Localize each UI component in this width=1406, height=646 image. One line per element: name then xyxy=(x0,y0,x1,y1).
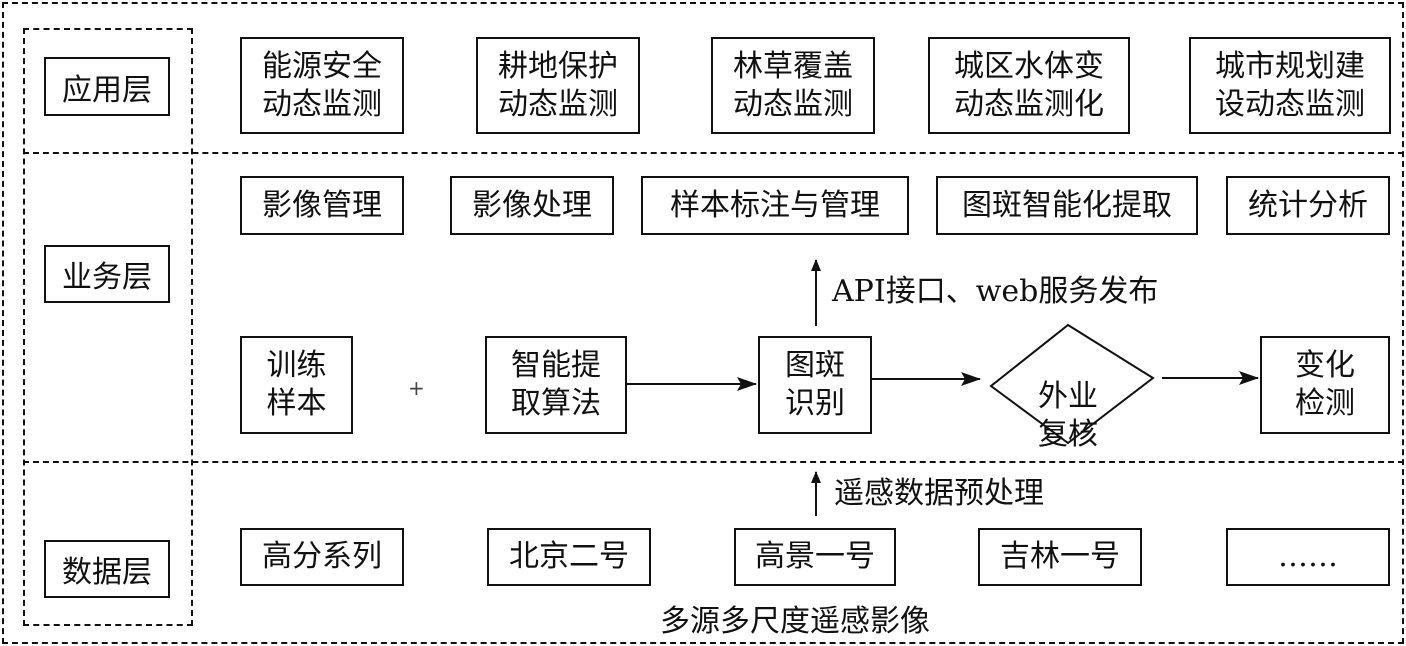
layer-label-business-text: 业务层 xyxy=(62,260,152,295)
change-detection: 变化 检测 xyxy=(1260,336,1390,434)
data-source-jilin1: 吉林一号 xyxy=(978,528,1142,586)
app-forest-grass-cover: 林草覆盖 动态监测 xyxy=(711,37,875,134)
app-energy-security: 能源安全 动态监测 xyxy=(240,37,404,134)
separator-app-business xyxy=(23,152,1404,154)
training-samples: 训练 样本 xyxy=(240,336,353,434)
service-patch-extraction: 图斑智能化提取 xyxy=(936,176,1198,235)
layer-label-data: 数据层 xyxy=(44,540,170,598)
data-source-gaofen: 高分系列 xyxy=(240,528,404,586)
data-caption: 多源多尺度遥感影像 xyxy=(660,604,930,639)
service-image-processing: 影像处理 xyxy=(450,176,614,235)
app-farmland-protection: 耕地保护 动态监测 xyxy=(476,37,640,134)
data-source-beijing2: 北京二号 xyxy=(487,528,651,586)
data-source-more: …… xyxy=(1226,528,1390,586)
patch-recognition: 图斑 识别 xyxy=(758,336,872,434)
layer-label-data-text: 数据层 xyxy=(62,555,152,590)
plus-sign: + xyxy=(408,376,425,400)
field-verification-diamond xyxy=(989,323,1155,445)
layer-label-business: 业务层 xyxy=(44,245,170,303)
layer-column-frame xyxy=(23,28,193,626)
service-sample-annotation: 样本标注与管理 xyxy=(641,176,909,235)
field-verification: 外业 复核 xyxy=(1038,379,1098,452)
app-urban-water: 城区水体变 动态监测化 xyxy=(928,37,1130,134)
layer-label-application: 应用层 xyxy=(44,57,170,116)
separator-business-data xyxy=(23,461,1404,463)
service-statistical-analysis: 统计分析 xyxy=(1226,176,1390,235)
data-source-gaojing1: 高景一号 xyxy=(734,528,896,586)
service-image-management: 影像管理 xyxy=(240,176,404,235)
preprocess-label: 遥感数据预处理 xyxy=(834,476,1044,511)
api-publish-label: API接口、web服务发布 xyxy=(832,274,1159,309)
extraction-algorithm: 智能提 取算法 xyxy=(485,336,627,434)
layer-label-application-text: 应用层 xyxy=(62,72,152,108)
app-urban-planning: 城市规划建 设动态监测 xyxy=(1189,37,1391,134)
